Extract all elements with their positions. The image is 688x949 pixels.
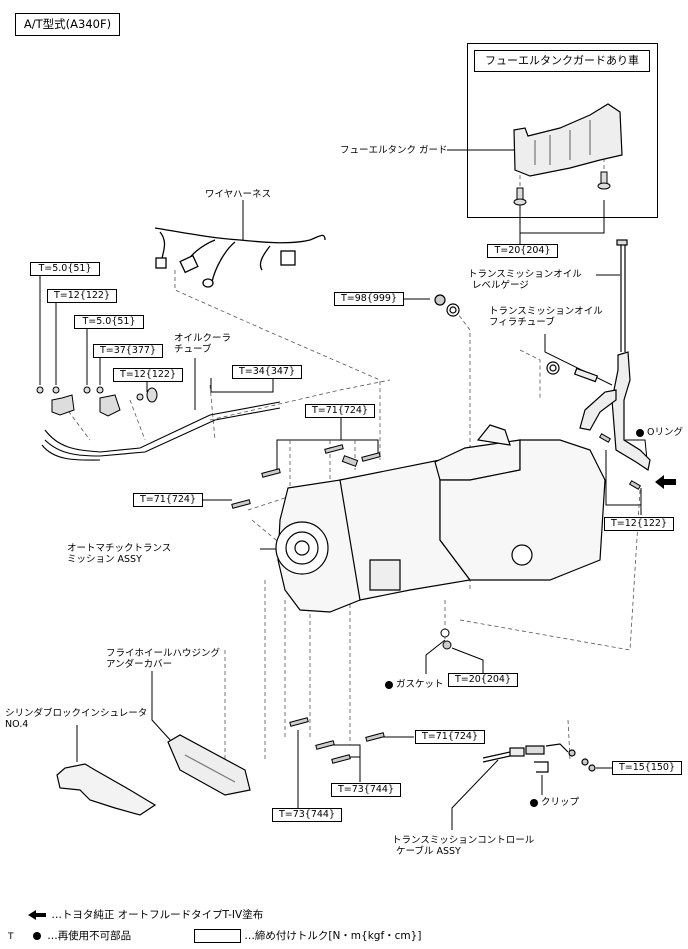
torque-box: T=12{122}	[604, 517, 674, 531]
legend-dot-text: …再使用不可部品	[47, 930, 132, 942]
control-cable-label-line1: トランスミッションコントロール	[392, 835, 535, 846]
filler-tube-label: トランスミッションオイル フィラチューブ	[489, 306, 603, 328]
non-reusable-dot-icon	[530, 798, 538, 807]
gasket-label: ガスケット	[385, 679, 444, 690]
legend-torque-box-icon	[194, 929, 241, 943]
torque-box: T=71{724}	[305, 404, 375, 418]
torque-box: T=5.0{51}	[30, 262, 100, 276]
torque-box: T=12{122}	[47, 289, 117, 303]
control-cable-label: トランスミッションコントロール ケーブル ASSY	[392, 835, 534, 857]
flywheel-cover-drawing	[167, 734, 251, 796]
legend-box-row: …締め付けトルク[N・m{kgf・cm}]	[194, 928, 421, 943]
fluid-apply-arrow-icon	[655, 475, 676, 489]
automatic-transmission-label-line2: ミッション ASSY	[67, 554, 142, 565]
level-gauge-drawing	[616, 239, 628, 352]
legend-dot-row: T …再使用不可部品	[8, 928, 131, 943]
torque-box: T=98{999}	[334, 292, 404, 306]
level-gauge-label-line1: トランスミッションオイル	[468, 269, 582, 280]
flywheel-cover-label: フライホイールハウジング アンダーカバー	[106, 648, 220, 670]
control-cable-label-line2: ケーブル ASSY	[396, 846, 461, 857]
automatic-transmission-label-line1: オートマチックトランス	[67, 543, 172, 554]
legend-arrow-text: …トヨタ純正 オートフルードタイプT-IV塗布	[51, 909, 264, 921]
filler-tube-label-line1: トランスミッションオイル	[489, 306, 603, 317]
o-ring-text: Oリング	[647, 427, 683, 438]
clip-text: クリップ	[541, 797, 580, 808]
non-reusable-dot-icon	[32, 932, 41, 940]
model-label: A/T型式(A340F)	[15, 13, 120, 36]
torque-box: T=5.0{51}	[74, 315, 144, 329]
insulator-label-line1: シリンダブロックインシュレータ	[5, 708, 148, 719]
oil-cooler-tube-drawing	[41, 401, 281, 461]
wire-harness-drawing	[154, 227, 326, 288]
transmission-drawing	[275, 424, 606, 613]
legend-corner-mark: T	[8, 932, 14, 942]
torque-box: T=12{122}	[113, 368, 183, 382]
level-gauge-label: トランスミッションオイル レベルゲージ	[468, 269, 582, 291]
non-reusable-dot-icon	[636, 428, 644, 437]
oil-cooler-tube-label-line1: オイルクーラ	[174, 333, 232, 344]
oil-cooler-tube-label-line2: チューブ	[174, 344, 212, 355]
legend-arrow-row: …トヨタ純正 オートフルードタイプT-IV塗布	[28, 907, 263, 922]
flywheel-cover-label-line1: フライホイールハウジング	[106, 648, 221, 659]
torque-box-fuel-guard: T=20{204}	[487, 244, 558, 258]
fuel-tank-guard-inset	[467, 43, 658, 218]
flywheel-cover-label-line2: アンダーカバー	[106, 659, 173, 670]
clip-label: クリップ	[530, 797, 579, 808]
wire-harness-label: ワイヤハーネス	[205, 189, 272, 200]
fluid-apply-arrow-icon	[28, 910, 46, 920]
torque-box: T=34{347}	[232, 365, 302, 379]
oil-cooler-tube-label: オイルクーラ チューブ	[174, 333, 231, 355]
insulator-label: シリンダブロックインシュレータ NO.4	[5, 708, 147, 730]
legend-box-text: …締め付けトルク[N・m{kgf・cm}]	[244, 930, 422, 942]
fuel-tank-guard-drawing	[513, 103, 623, 177]
automatic-transmission-label: オートマチックトランス ミッション ASSY	[67, 543, 171, 565]
torque-box: T=71{724}	[133, 493, 203, 507]
control-cable-drawing	[482, 743, 596, 773]
torque-box: T=71{724}	[415, 730, 485, 744]
filler-tube-label-line2: フィラチューブ	[489, 317, 555, 328]
fuel-tank-guard-label: フューエルタンク ガード	[340, 145, 448, 156]
torque-box: T=73{744}	[331, 783, 401, 797]
inset-title: フューエルタンクガードあり車	[474, 50, 650, 72]
torque-box: T=37{377}	[93, 344, 163, 358]
insulator-label-line2: NO.4	[5, 719, 29, 730]
torque-box: T=73{744}	[272, 808, 342, 822]
torque-box: T=15{150}	[612, 761, 682, 775]
o-ring-label: Oリング	[636, 427, 683, 438]
torque-box: T=20{204}	[448, 673, 518, 687]
filler-tube-drawing	[434, 294, 651, 471]
insulator-drawing	[56, 763, 157, 816]
non-reusable-dot-icon	[385, 680, 393, 689]
level-gauge-label-line2: レベルゲージ	[472, 280, 529, 291]
gasket-text: ガスケット	[396, 679, 444, 690]
